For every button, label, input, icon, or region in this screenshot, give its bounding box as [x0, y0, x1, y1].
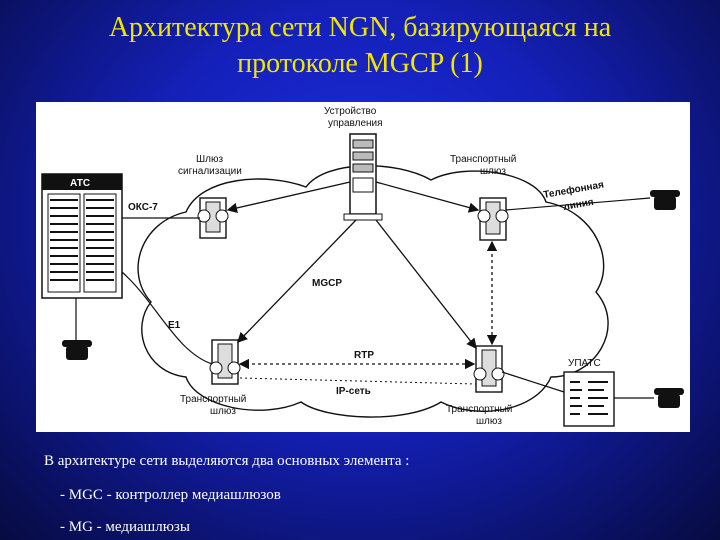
phone-line-label-1: Телефонная: [542, 178, 604, 200]
phone-line-label-2: линия: [563, 197, 595, 213]
e1-label: E1: [168, 320, 181, 331]
oks7-label: ОКС-7: [128, 202, 158, 213]
transport-gateway-bottom-left: Транспортный шлюз: [180, 339, 246, 417]
link-e1: [121, 271, 213, 365]
caption-line-3: - MG - медиашлюзы: [60, 519, 190, 535]
diagram-canvas: АТС Устройство управления Шлюз сигнализа…: [41, 106, 684, 427]
phone-icon-top-right: [650, 190, 680, 210]
slide-title-line-2: протоколе MGCP (1): [237, 48, 483, 79]
transport-gateway-top-label-2: шлюз: [480, 166, 506, 177]
control-device-label-2: управления: [328, 118, 383, 129]
transport-gateway-top-label-1: Транспортный: [450, 154, 516, 165]
mgcp-to-transport-top: [375, 181, 480, 213]
ip-network-cloud: [137, 165, 609, 418]
ngn-architecture-diagram: АТС Устройство управления Шлюз сигнализа…: [36, 102, 690, 432]
signaling-gateway: Шлюз сигнализации: [178, 154, 242, 239]
caption-line-1: В архитектуре сети выделяются два основн…: [44, 453, 410, 469]
mgcp-to-signaling: [226, 181, 351, 214]
control-device-label-1: Устройство: [324, 106, 377, 117]
control-device: Устройство управления: [324, 106, 383, 221]
rtp-stream-diagonal: [239, 377, 477, 385]
upats-pbx: УПАТС: [563, 358, 615, 427]
phone-icon-left: [62, 340, 92, 360]
slide-title-line-1: Архитектура сети NGN, базирующаяся на: [108, 12, 612, 43]
upats-label: УПАТС: [568, 358, 601, 369]
caption-line-2: - MGC - контроллер медиашлюзов: [60, 487, 281, 503]
signaling-gateway-label-2: сигнализации: [178, 166, 242, 177]
transport-gateway-top: Транспортный шлюз: [450, 154, 516, 241]
mgcp-label: MGCP: [312, 278, 342, 289]
atc-label: АТС: [70, 178, 90, 189]
transport-gateway-bottom-left-label-1: Транспортный: [180, 394, 246, 405]
mgcp-to-transport-bottom-right: [375, 219, 477, 350]
slide-title: Архитектура сети NGN, базирующаяся на пр…: [0, 10, 720, 82]
link-upats: [501, 371, 565, 393]
transport-gateway-bottom-right: Транспортный шлюз: [446, 345, 512, 427]
ip-network-label: IP-сеть: [336, 386, 371, 397]
phone-icon-bottom-right: [654, 388, 684, 408]
transport-gateway-bottom-right-label-2: шлюз: [476, 416, 502, 427]
rtp-label: RTP: [354, 350, 374, 361]
transport-gateway-bottom-right-label-1: Транспортный: [446, 404, 512, 415]
atc-switch: АТС: [41, 173, 123, 299]
transport-gateway-bottom-left-label-2: шлюз: [210, 406, 236, 417]
mgcp-to-transport-bottom-left: [237, 219, 357, 343]
signaling-gateway-label-1: Шлюз: [196, 154, 224, 165]
link-phone-line: [505, 197, 651, 211]
